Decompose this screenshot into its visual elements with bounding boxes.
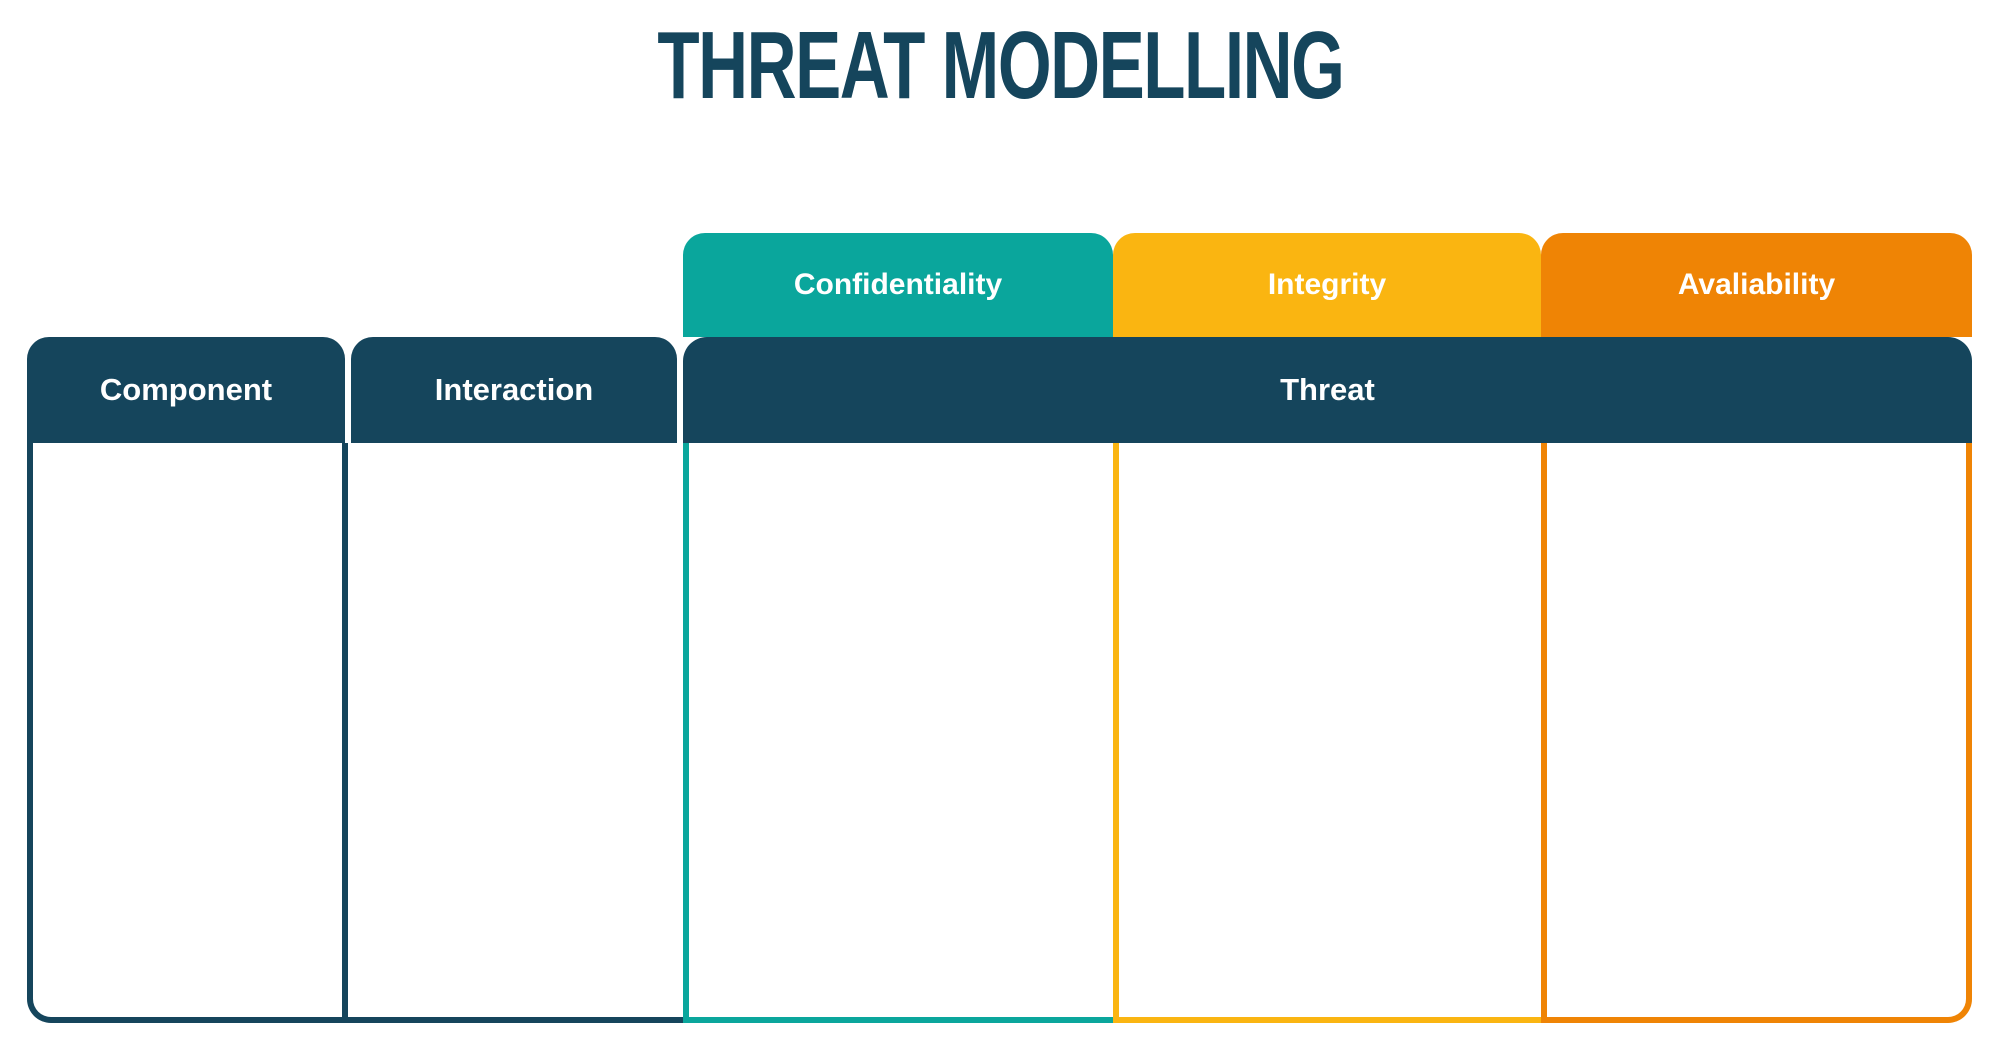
tab-integrity-label: Integrity	[1267, 268, 1387, 301]
cell-threat-integrity[interactable]	[1113, 443, 1541, 1023]
tab-confidentiality-label: Confidentiality	[793, 268, 1003, 301]
cell-threat-confidentiality[interactable]	[683, 443, 1113, 1023]
tab-availability-label: Avaliability	[1677, 268, 1836, 301]
tab-confidentiality: Confidentiality	[683, 233, 1113, 337]
column-header-component-label: Component	[99, 372, 273, 407]
column-header-interaction-label: Interaction	[434, 372, 594, 407]
cell-threat-availability[interactable]	[1541, 443, 1972, 1023]
page-title: THREAT MODELLING	[656, 12, 1344, 119]
page-title-row: THREAT MODELLING	[0, 16, 2000, 116]
cell-component[interactable]	[27, 443, 348, 1023]
column-header-interaction: Interaction	[351, 337, 677, 443]
tab-availability: Avaliability	[1541, 233, 1972, 337]
tab-integrity: Integrity	[1113, 233, 1541, 337]
column-header-threat: Threat	[683, 337, 1972, 443]
cell-interaction[interactable]	[348, 443, 683, 1023]
column-header-threat-label: Threat	[1280, 372, 1375, 407]
column-header-component: Component	[27, 337, 345, 443]
